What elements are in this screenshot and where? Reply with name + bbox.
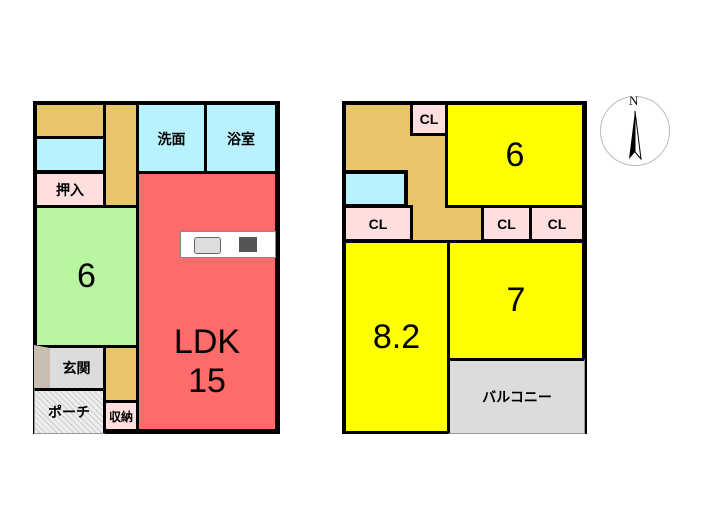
north-arrow-icon — [629, 110, 642, 161]
compass: N — [600, 93, 670, 166]
balcony-label: バルコニー — [482, 389, 552, 405]
stairs-1f — [34, 102, 106, 139]
ldk-size: 15 — [188, 361, 226, 400]
washroom: 洗面 — [136, 102, 207, 175]
storage: 収納 — [103, 400, 139, 432]
storage-label: 収納 — [108, 409, 133, 424]
toilet-1f — [34, 136, 106, 173]
stairs-2f — [343, 102, 413, 173]
closet-2f-mid: CL — [481, 205, 532, 242]
bedroom-7-size: 7 — [506, 281, 526, 319]
toilet-2f — [343, 171, 407, 207]
bathroom: 浴室 — [204, 102, 278, 175]
entrance-label: 玄関 — [62, 360, 91, 376]
cl-label: CL — [497, 215, 516, 232]
oshiire-closet: 押入 — [34, 171, 106, 208]
balcony: バルコニー — [447, 358, 585, 434]
bedroom-6: 6 — [445, 102, 585, 208]
closet-2f-right: CL — [529, 205, 585, 242]
kitchen-counter — [180, 231, 276, 258]
bedroom-7: 7 — [447, 240, 585, 361]
stove-icon — [239, 237, 257, 252]
cl-label: CL — [547, 215, 567, 232]
sink-icon — [194, 237, 221, 254]
ldk-room: LDK 15 — [136, 171, 278, 432]
bathroom-label: 浴室 — [227, 130, 255, 147]
bedroom-8-2: 8.2 — [343, 240, 450, 434]
ldk-label: LDK — [173, 322, 241, 361]
bedroom-8-2-size: 8.2 — [372, 317, 421, 356]
tatami-room: 6 — [34, 205, 139, 348]
closet-2f-stair: CL — [410, 102, 448, 136]
closet-2f-left: CL — [343, 205, 413, 242]
closet-label: 押入 — [56, 181, 84, 198]
cl-label: CL — [368, 215, 388, 232]
porch-label: ポーチ — [48, 404, 90, 420]
bedroom-6-size: 6 — [505, 135, 525, 174]
hallway-entrance — [103, 345, 139, 403]
hallway-1f — [103, 102, 139, 208]
tatami-size: 6 — [77, 257, 96, 295]
washroom-label: 洗面 — [157, 130, 186, 147]
compass-north-label: N — [629, 93, 639, 109]
porch: ポーチ — [34, 388, 106, 434]
cl-label: CL — [419, 111, 439, 127]
entrance: 玄関 — [34, 345, 106, 391]
